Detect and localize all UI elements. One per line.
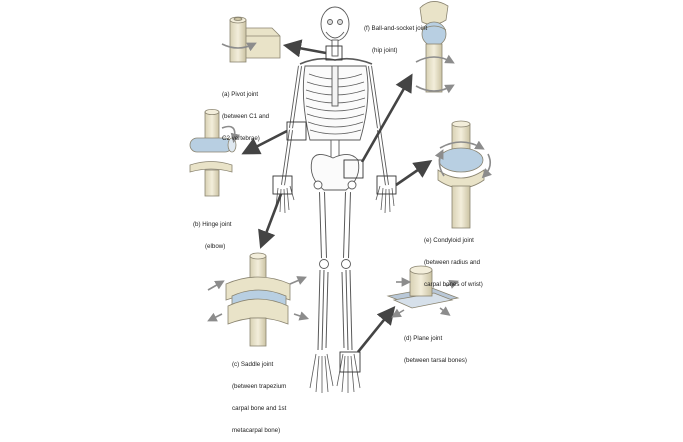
- left-foot: [309, 353, 334, 393]
- caption-pivot-line3: C2 vertebrae): [222, 135, 260, 143]
- box-foot: [339, 351, 361, 373]
- caption-condyloid-line3: carpal bones of wrist): [424, 281, 483, 289]
- caption-pivot-joint: (a) Pivot joint (between C1 and C2 verte…: [222, 76, 269, 150]
- joint-types-diagram: (a) Pivot joint (between C1 and C2 verte…: [189, 1, 492, 434]
- caption-hinge-line2: (elbow): [205, 243, 226, 251]
- left-patella: [319, 259, 329, 269]
- caption-saddle-line2: (between trapezium: [232, 383, 287, 391]
- caption-condyloid-line2: (between radius and: [424, 259, 481, 267]
- pivot-joint-illustration: [221, 16, 281, 63]
- arrow-to-condyloid: [395, 160, 433, 187]
- sternum: [331, 65, 339, 107]
- skeleton: [275, 6, 395, 393]
- caption-pivot-title: (a) Pivot joint: [222, 90, 259, 98]
- caption-plane-line2: (between tarsal bones): [404, 357, 467, 365]
- skull: [320, 6, 350, 42]
- saddle-joint-illustration: [207, 252, 310, 347]
- caption-pivot-line2: (between C1 and: [222, 113, 270, 121]
- caption-saddle-joint: (c) Saddle joint (between trapezium carp…: [232, 346, 286, 442]
- right-foot: [336, 353, 361, 393]
- ball-socket-joint-illustration: [415, 1, 455, 94]
- plane-joint-illustration: [386, 265, 460, 318]
- caption-saddle-line4: metacarpal bone): [232, 427, 281, 435]
- right-patella: [341, 259, 351, 269]
- arrow-to-ball-socket: [360, 73, 413, 163]
- caption-saddle-line3: carpal bone and 1st: [232, 405, 287, 413]
- hinge-joint-illustration: [189, 109, 241, 197]
- arrow-to-plane: [356, 305, 396, 353]
- arrow-to-saddle: [258, 193, 283, 249]
- diagram-art: [189, 1, 492, 393]
- caption-ball-socket-joint: (f) Ball-and-socket joint (hip joint): [364, 10, 427, 62]
- caption-condyloid-title: (e) Condyloid joint: [424, 236, 474, 244]
- arrow-to-hinge: [241, 129, 288, 155]
- caption-ball-socket-line2: (hip joint): [372, 47, 398, 55]
- box-wrist-left: [272, 175, 293, 195]
- neck-vertebrae: [331, 39, 339, 57]
- pointer-arrows: [241, 39, 433, 353]
- box-hip: [343, 159, 364, 179]
- caption-saddle-title: (c) Saddle joint: [232, 360, 274, 368]
- caption-hinge-joint: (b) Hinge joint (elbow): [193, 206, 232, 258]
- arrow-to-pivot: [282, 39, 327, 58]
- caption-ball-socket-title: (f) Ball-and-socket joint: [364, 24, 428, 32]
- caption-plane-title: (d) Plane joint: [404, 334, 443, 342]
- caption-condyloid-joint: (e) Condyloid joint (between radius and …: [424, 222, 483, 296]
- caption-hinge-title: (b) Hinge joint: [193, 220, 232, 228]
- caption-plane-joint: (d) Plane joint (between tarsal bones): [404, 320, 467, 372]
- right-hand: [375, 185, 395, 214]
- condyloid-joint-illustration: [434, 120, 492, 229]
